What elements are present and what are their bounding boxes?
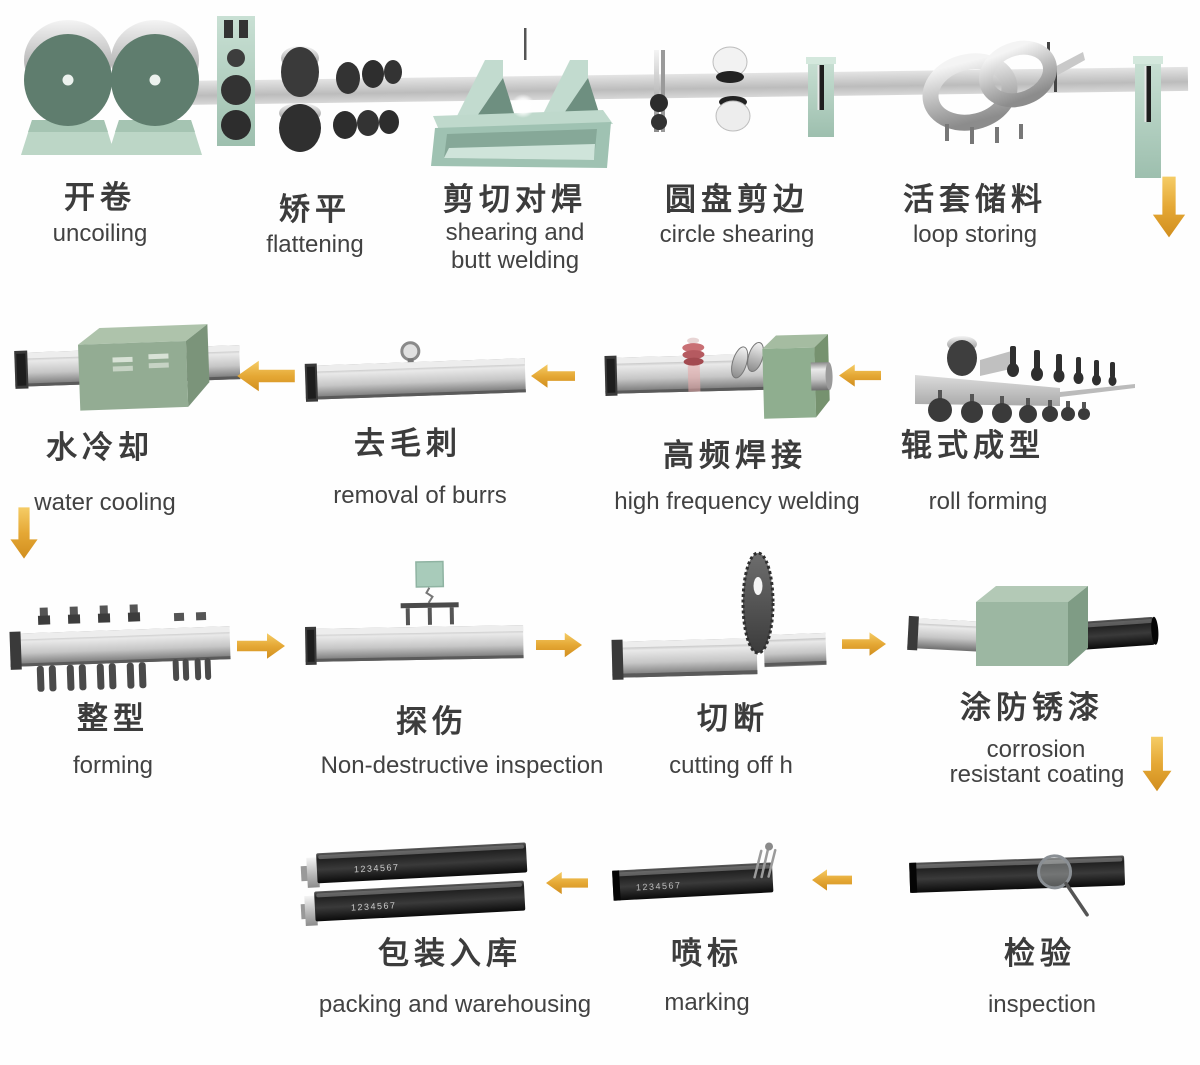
station-label-en: roll forming	[928, 488, 1048, 515]
station-label-en: resistant coating	[949, 761, 1125, 788]
station-label-zh: 剪切对焊	[443, 182, 587, 217]
station-label-en: cutting off h	[669, 752, 793, 779]
station-label-zh: 喷标	[671, 936, 743, 971]
tube-serial-text: 1234567	[354, 862, 400, 874]
station-label-en: butt welding	[450, 247, 580, 274]
forming-stands-icon	[9, 604, 231, 692]
station-label-en: corrosion	[986, 736, 1086, 763]
station-label-en: inspection	[987, 991, 1097, 1018]
station-label-zh: 整型	[77, 701, 149, 736]
station-label-en: loop storing	[912, 221, 1038, 248]
circle-shear-rollers-icon	[650, 46, 751, 132]
water-cooling-machine-icon	[14, 324, 241, 411]
station-label-zh: 开卷	[64, 180, 136, 215]
burr-removal-tube-icon	[304, 341, 526, 402]
shear-butt-welder-icon	[431, 28, 613, 168]
station-label-en: flattening	[266, 231, 364, 258]
station-label-zh: 探伤	[396, 704, 468, 739]
station-label-en: high frequency welding	[614, 488, 860, 515]
flow-left-arrow-icon	[839, 364, 881, 387]
cutoff-saw-icon	[611, 551, 827, 680]
tube-serial-text: 1234567	[636, 880, 682, 892]
loop-storage-coil-icon	[922, 40, 1085, 144]
station-label-zh: 活套储料	[903, 182, 1047, 217]
flow-left-arrow-icon	[531, 364, 575, 388]
station-label-en: marking	[664, 989, 750, 1016]
flow-right-arrow-icon	[842, 632, 886, 656]
flow-left-arrow-icon	[237, 360, 295, 392]
strip-guide-clamp-icon	[806, 57, 836, 137]
ndi-sensor-tube-icon	[305, 560, 524, 665]
flow-left-arrow-icon	[546, 871, 588, 895]
station-label-zh: 辊式成型	[901, 428, 1045, 463]
flow-down-arrow-icon	[10, 507, 38, 559]
high-frequency-welder-icon	[604, 334, 833, 419]
flow-right-arrow-icon	[536, 632, 582, 658]
station-label-en: removal of burrs	[333, 482, 507, 509]
marking-sprayer-tube-icon: 1234567	[612, 842, 777, 901]
station-label-en: uncoiling	[52, 220, 148, 247]
station-label-zh: 涂防锈漆	[960, 690, 1104, 725]
inspection-magnifier-tube-icon	[909, 854, 1126, 917]
station-label-zh: 高频焊接	[663, 438, 807, 473]
station-label-zh: 圆盘剪边	[665, 182, 809, 217]
uncoiler-reel-icon	[108, 20, 202, 155]
station-label-zh: 检验	[1004, 936, 1076, 971]
uncoiler-reel-icon	[21, 20, 115, 155]
station-label-en: packing and warehousing	[318, 991, 592, 1018]
station-label-zh: 去毛刺	[354, 426, 462, 461]
flow-right-arrow-icon	[237, 633, 285, 659]
station-label-zh: 切断	[697, 701, 769, 736]
flattener-rollers-icon	[217, 16, 402, 152]
station-label-zh: 水冷却	[46, 430, 154, 465]
roll-forming-line-icon	[915, 336, 1135, 423]
station-label-en: water cooling	[34, 489, 176, 516]
tube-serial-text: 1234567	[351, 900, 397, 912]
flow-left-arrow-icon	[812, 869, 852, 891]
station-label-en: forming	[72, 752, 154, 779]
station-label-en: circle shearing	[659, 221, 815, 248]
coating-machine-icon	[907, 586, 1159, 666]
flow-down-arrow-icon	[1142, 736, 1172, 792]
station-label-en: shearing and	[445, 219, 585, 246]
strip-guide-clamp-icon	[1133, 56, 1163, 178]
flow-down-arrow-icon	[1152, 176, 1186, 238]
station-label-zh: 矫平	[279, 192, 351, 227]
station-label-zh: 包装入库	[378, 936, 522, 971]
packed-tubes-icon: 1234567 1234567	[300, 842, 528, 927]
station-label-en: Non-destructive inspection	[320, 752, 604, 779]
